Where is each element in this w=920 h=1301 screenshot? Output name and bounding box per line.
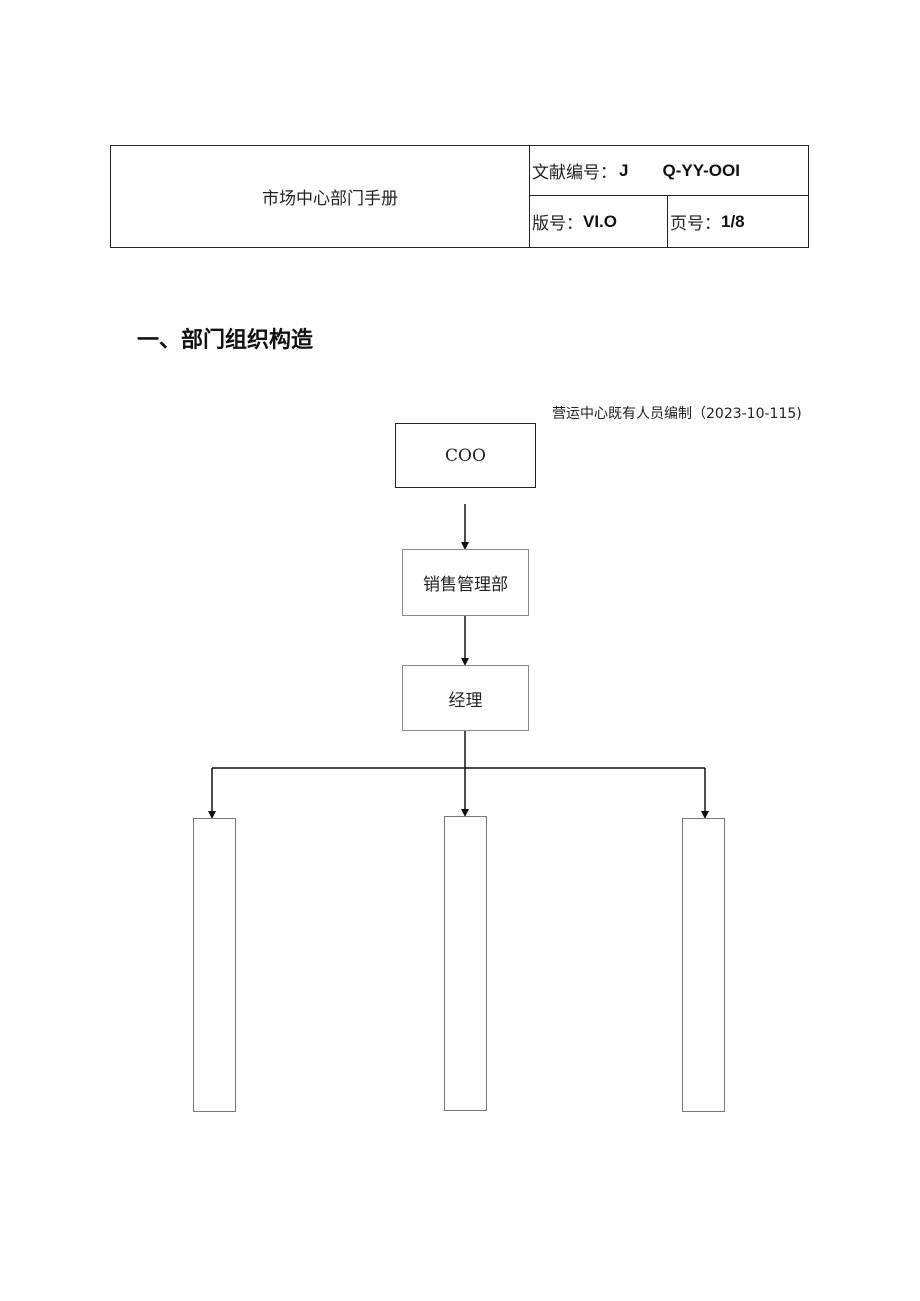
page-number-value: 1/8 <box>721 211 745 231</box>
org-chart-note: 营运中心既有人员编制（2023-10-115) <box>552 406 802 422</box>
manual-title: 市场中心部门手册 <box>262 189 398 209</box>
org-sub-unit-2 <box>444 816 487 1111</box>
org-node-coo: COO <box>395 423 536 488</box>
org-node-coo-label: COO <box>445 445 486 466</box>
version-value: VI.O <box>583 211 618 231</box>
doc-number-code: Q-YY-OOI <box>662 160 740 180</box>
org-sub-unit-1 <box>193 818 236 1112</box>
page-number-cell: 页号： 1/8 <box>668 196 808 247</box>
version-cell: 版号： VI.O <box>530 196 668 247</box>
section-heading: 一、部门组织构造 <box>137 328 314 353</box>
doc-number-cell: 文献编号： J Q-YY-OOI <box>530 146 808 196</box>
doc-number-label: 文献编号： <box>532 163 617 183</box>
org-node-manager: 经理 <box>402 665 529 731</box>
org-node-sales-label: 销售管理部 <box>423 575 508 595</box>
doc-number-prefix: J <box>619 160 629 180</box>
document-header-table: 市场中心部门手册 文献编号： J Q-YY-OOI 版号： VI.O 页号： 1… <box>110 145 809 248</box>
version-label: 版号： <box>532 214 583 234</box>
page-number-label: 页号： <box>670 214 721 234</box>
manual-title-cell: 市场中心部门手册 <box>111 146 530 247</box>
org-node-manager-label: 经理 <box>448 690 483 711</box>
org-sub-unit-3 <box>682 818 725 1112</box>
org-node-sales-management: 销售管理部 <box>402 549 529 616</box>
